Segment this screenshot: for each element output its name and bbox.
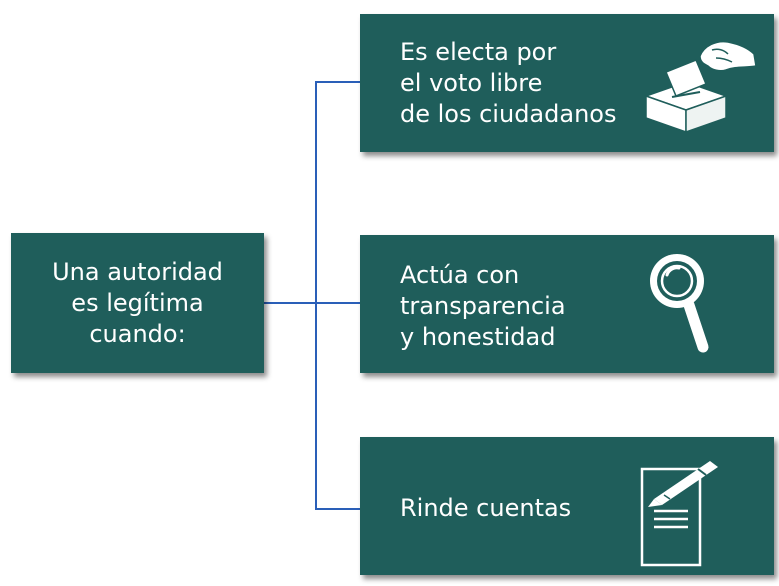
connector-root <box>264 302 316 304</box>
root-line-3: cuando: <box>89 320 186 348</box>
connector-trunk <box>315 81 317 510</box>
branch-3-line-1: Rinde cuentas <box>400 494 572 522</box>
ballot-box-icon <box>643 40 757 134</box>
connector-branch-1 <box>315 81 361 83</box>
branch-node-accountability: Rinde cuentas <box>360 437 774 575</box>
branch-node-vote: Es electa por el voto libre de los ciuda… <box>360 14 774 152</box>
branch-2-line-2: transparencia <box>400 292 566 320</box>
branch-2-line-3: y honestidad <box>400 323 556 351</box>
branch-2-line-1: Actúa con <box>400 261 520 289</box>
branch-node-vote-text: Es electa por el voto libre de los ciuda… <box>400 37 616 130</box>
magnifying-glass-icon <box>650 254 709 353</box>
connector-branch-3 <box>315 508 361 510</box>
branch-node-accountability-text: Rinde cuentas <box>400 493 571 524</box>
root-node-text: Una autoridad es legítima cuando: <box>11 257 264 350</box>
branch-1-line-2: el voto libre <box>400 69 543 97</box>
branch-1-line-1: Es electa por <box>400 38 557 66</box>
branch-1-line-3: de los ciudadanos <box>400 100 617 128</box>
branch-node-transparency-text: Actúa con transparencia y honestidad <box>400 260 566 353</box>
root-line-1: Una autoridad <box>52 258 223 286</box>
document-pen-icon <box>640 461 718 567</box>
connector-branch-2 <box>315 302 361 304</box>
root-line-2: es legítima <box>71 289 204 317</box>
branch-node-transparency: Actúa con transparencia y honestidad <box>360 235 774 373</box>
root-node: Una autoridad es legítima cuando: <box>11 233 264 373</box>
